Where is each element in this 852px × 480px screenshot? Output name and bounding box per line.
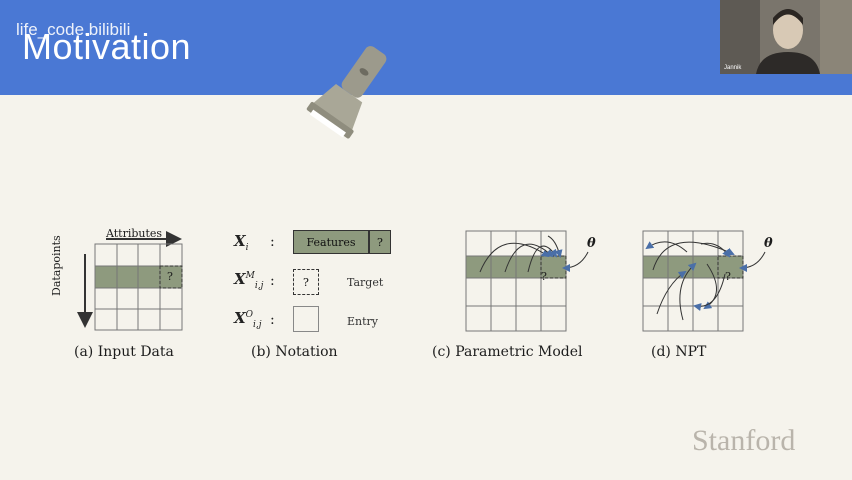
notation-xo: XOi,j [234, 309, 262, 330]
theta-d: θ [764, 236, 773, 251]
feature-arrows [479, 235, 563, 273]
colon-3: : [270, 312, 275, 328]
slide-title: Motivation [22, 26, 192, 67]
input-data-figure [77, 231, 183, 331]
colon-2: : [270, 273, 275, 289]
caption-input-data: (a) Input Data [74, 344, 174, 360]
caption-npt: (d) NPT [651, 344, 707, 360]
features-box: Features [293, 230, 369, 254]
webcam-name: Jannik [724, 65, 742, 71]
flashlight-icon [300, 40, 410, 144]
npt-target-mark: ? [725, 270, 731, 283]
colon-1: : [270, 234, 275, 250]
presenter-silhouette [720, 0, 852, 74]
target-cell-mark: ? [167, 270, 173, 283]
features-target-cell: ? [369, 230, 391, 254]
target-box: ? [293, 269, 319, 295]
slide-header [0, 0, 852, 95]
watermark: life_code.bilibili [16, 20, 131, 39]
target-label: Target [347, 276, 384, 289]
parametric-target-mark: ? [541, 270, 547, 283]
theta-c: θ [587, 236, 596, 251]
parametric-model-figure [465, 230, 589, 332]
npt-figure [642, 230, 766, 332]
attention-arrows [645, 241, 735, 321]
datapoints-label: Datapoints [50, 235, 63, 296]
caption-parametric-model: (c) Parametric Model [432, 344, 583, 360]
entry-label: Entry [347, 315, 379, 328]
stanford-logo: Stanford [692, 424, 796, 457]
webcam-video: Jannik [720, 0, 852, 74]
notation-xi: Xi [234, 232, 249, 253]
data-grid [465, 230, 567, 332]
entry-box [293, 306, 319, 332]
attributes-label: Attributes [106, 227, 163, 240]
notation-xm: XMi,j [234, 270, 264, 291]
caption-notation: (b) Notation [251, 344, 338, 360]
